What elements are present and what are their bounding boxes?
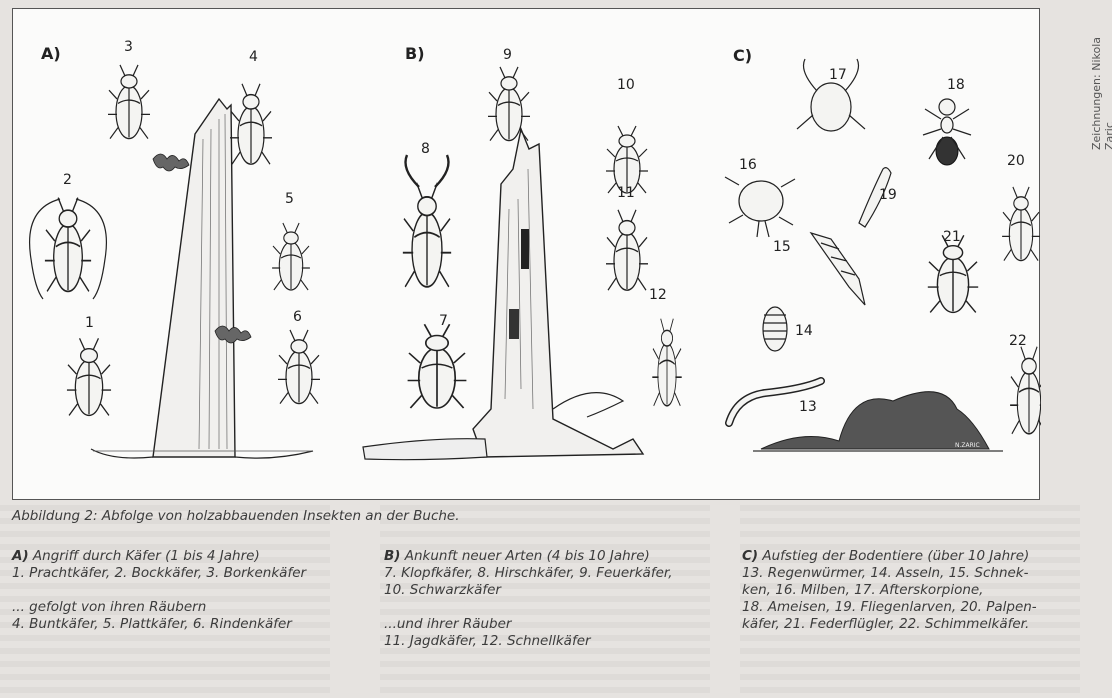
- rotting-wood-mound: N.ZARIC: [753, 392, 1003, 451]
- caption-b-line2: 10. Schwarzkäfer: [384, 582, 734, 599]
- caption-a-heading-text: Angriff durch Käfer (1 bis 4 Jahre): [29, 548, 260, 564]
- caption-b-heading-text: Ankunft neuer Arten (4 bis 10 Jahre): [400, 548, 649, 564]
- caption-c-heading-text: Aufstieg der Bodentiere (über 10 Jahre): [758, 548, 1029, 564]
- caption-b-line3: ...und ihrer Räuber: [384, 616, 734, 633]
- decayed-stump: [363, 129, 643, 460]
- caption-a-line2: ... gefolgt von ihren Räubern: [12, 599, 372, 616]
- insect-21-federfluegler: [928, 235, 978, 312]
- caption-b-line1: 7. Klopfkäfer, 8. Hirschkäfer, 9. Feuerk…: [384, 565, 734, 582]
- label-15: 15: [773, 239, 791, 255]
- caption-c-line3: 18. Ameisen, 19. Fliegenlarven, 20. Palp…: [742, 599, 1102, 616]
- insect-10-schwarzkaefer: [606, 126, 648, 193]
- label-14: 14: [795, 323, 813, 339]
- caption-column-a: A) Angriff durch Käfer (1 bis 4 Jahre) 1…: [12, 548, 372, 633]
- insect-3-borkenkaefer: [108, 65, 150, 139]
- beech-trunk: [91, 99, 313, 458]
- caption-a-line1: 1. Prachtkäfer, 2. Bockkäfer, 3. Borkenk…: [12, 565, 372, 582]
- caption-a-heading: A) Angriff durch Käfer (1 bis 4 Jahre): [12, 548, 372, 565]
- panel-label-b: B): [405, 44, 425, 63]
- animal-16-milbe: [725, 177, 795, 237]
- animal-15-schnecke: [811, 233, 865, 305]
- panel-label-a: A): [41, 44, 61, 63]
- label-16: 16: [739, 157, 757, 173]
- caption-a-prefix: A): [12, 548, 29, 564]
- figure-caption-title: Abbildung 2: Abfolge von holzabbauenden …: [12, 508, 460, 525]
- label-21: 21: [943, 229, 961, 245]
- label-19: 19: [879, 187, 897, 203]
- caption-b-heading: B) Ankunft neuer Arten (4 bis 10 Jahre): [384, 548, 734, 565]
- label-13: 13: [799, 399, 817, 415]
- figure-drawing: A) B) C) 1 2 3 4 5 6 7 8 9 10: [13, 9, 1041, 501]
- label-17: 17: [829, 67, 847, 83]
- label-10: 10: [617, 77, 635, 93]
- illustration-credit: Zeichnungen: Nikola Zaric: [1090, 10, 1112, 150]
- figure-illustration: A) B) C) 1 2 3 4 5 6 7 8 9 10: [12, 8, 1040, 500]
- insect-12-schnellkaefer: [652, 319, 681, 406]
- caption-c-line1: 13. Regenwürmer, 14. Asseln, 15. Schnek-: [742, 565, 1102, 582]
- label-5: 5: [285, 191, 294, 207]
- caption-c-heading: C) Aufstieg der Bodentiere (über 10 Jahr…: [742, 548, 1102, 565]
- label-9: 9: [503, 47, 512, 63]
- insect-6-rindenkaefer: [278, 330, 320, 404]
- panel-label-c: C): [733, 46, 752, 65]
- insect-2-bockkaefer: [30, 198, 107, 299]
- insect-5-plattkaefer: [272, 223, 310, 290]
- label-2: 2: [63, 172, 72, 188]
- animal-18-ameise: [923, 99, 971, 165]
- caption-b-line4: 11. Jagdkäfer, 12. Schnellkäfer: [384, 633, 734, 650]
- animal-14-assel: [763, 307, 787, 351]
- caption-column-c: C) Aufstieg der Bodentiere (über 10 Jahr…: [742, 548, 1102, 633]
- insect-22-schimmelkaefer: [1010, 347, 1041, 434]
- label-18: 18: [947, 77, 965, 93]
- caption-c-line4: käfer, 21. Federflügler, 22. Schimmelkäf…: [742, 616, 1102, 633]
- label-12: 12: [649, 287, 667, 303]
- caption-column-b: B) Ankunft neuer Arten (4 bis 10 Jahre) …: [384, 548, 734, 650]
- label-11: 11: [617, 185, 635, 201]
- label-7: 7: [439, 313, 448, 329]
- insect-9-feuerkaefer: [488, 67, 530, 141]
- label-3: 3: [124, 39, 133, 55]
- insect-1-prachtkaefer: [67, 338, 111, 415]
- caption-c-prefix: C): [742, 548, 758, 564]
- label-6: 6: [293, 309, 302, 325]
- label-22: 22: [1009, 333, 1027, 349]
- insect-11-jagdkaefer: [606, 210, 648, 290]
- label-1: 1: [85, 315, 94, 331]
- label-4: 4: [249, 49, 258, 65]
- artist-signature: N.ZARIC: [955, 442, 980, 449]
- insect-20-palpenkaefer: [1002, 187, 1040, 261]
- caption-b-prefix: B): [384, 548, 400, 564]
- insect-8-hirschkaefer: [403, 155, 451, 287]
- insect-4-buntkaefer: [230, 84, 272, 164]
- caption-c-line2: ken, 16. Milben, 17. Afterskorpione,: [742, 582, 1102, 599]
- insect-7-klopfkaefer: [408, 324, 467, 408]
- label-20: 20: [1007, 153, 1025, 169]
- caption-a-line3: 4. Buntkäfer, 5. Plattkäfer, 6. Rindenkä…: [12, 616, 372, 633]
- label-8: 8: [421, 141, 430, 157]
